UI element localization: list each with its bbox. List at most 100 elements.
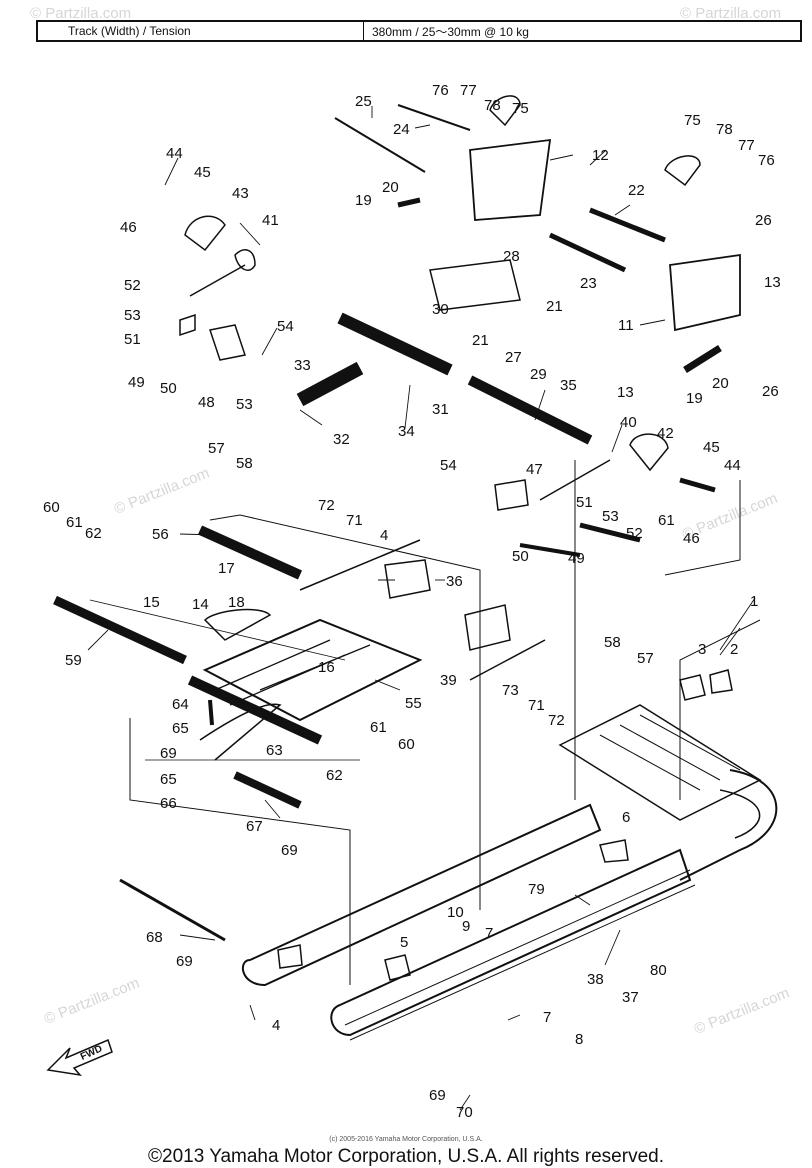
callout-80: 80 xyxy=(650,962,667,979)
callout-51: 51 xyxy=(124,331,141,348)
watermark-layer: © Partzilla.com © Partzilla.com © Partzi… xyxy=(30,5,792,1038)
callout-60: 60 xyxy=(398,736,415,753)
callout-35: 35 xyxy=(560,377,577,394)
callout-42: 42 xyxy=(657,425,674,442)
spec-table: Track (Width) / Tension 380mm / 25～30mm … xyxy=(36,20,802,42)
callout-19: 19 xyxy=(355,192,372,209)
callout-49: 49 xyxy=(568,550,585,567)
callout-31: 31 xyxy=(432,401,449,418)
callout-79: 79 xyxy=(528,881,545,898)
callout-65: 65 xyxy=(160,771,177,788)
callout-70: 70 xyxy=(456,1104,473,1121)
callout-69: 69 xyxy=(429,1087,446,1104)
callout-20: 20 xyxy=(712,375,729,392)
callout-60: 60 xyxy=(43,499,60,516)
callout-30: 30 xyxy=(432,301,449,318)
callout-44: 44 xyxy=(166,145,183,162)
callout-45: 45 xyxy=(194,164,211,181)
callout-49: 49 xyxy=(128,374,145,391)
callout-69: 69 xyxy=(176,953,193,970)
leader-lines xyxy=(87,106,756,1111)
callout-40: 40 xyxy=(620,414,637,431)
callout-62: 62 xyxy=(326,767,343,784)
callout-58: 58 xyxy=(604,634,621,651)
callout-46: 46 xyxy=(683,530,700,547)
spec-label: Track (Width) / Tension xyxy=(38,22,364,40)
callout-68: 68 xyxy=(146,929,163,946)
callout-77: 77 xyxy=(738,137,755,154)
fwd-arrow: FWD xyxy=(46,1038,113,1077)
callout-48: 48 xyxy=(198,394,215,411)
callout-3: 3 xyxy=(698,641,706,658)
callout-13: 13 xyxy=(764,274,781,291)
callout-64: 64 xyxy=(172,696,189,713)
callout-62: 62 xyxy=(85,525,102,542)
callout-33: 33 xyxy=(294,357,311,374)
callout-63: 63 xyxy=(266,742,283,759)
callout-73: 73 xyxy=(502,682,519,699)
callout-21: 21 xyxy=(546,298,563,315)
callout-69: 69 xyxy=(281,842,298,859)
callout-54: 54 xyxy=(440,457,457,474)
callout-61: 61 xyxy=(66,514,83,531)
callout-75: 75 xyxy=(512,100,529,117)
callout-15: 15 xyxy=(143,594,160,611)
callout-1: 1 xyxy=(750,593,758,610)
callout-56: 56 xyxy=(152,526,169,543)
callout-52: 52 xyxy=(626,525,643,542)
callout-77: 77 xyxy=(460,82,477,99)
callout-14: 14 xyxy=(192,596,209,613)
callout-78: 78 xyxy=(484,97,501,114)
callout-53: 53 xyxy=(236,396,253,413)
parts-diagram: © Partzilla.com © Partzilla.com © Partzi… xyxy=(30,5,792,1121)
callout-2: 2 xyxy=(730,641,738,658)
callout-23: 23 xyxy=(580,275,597,292)
callout-58: 58 xyxy=(236,455,253,472)
callout-11: 11 xyxy=(618,317,634,334)
callout-71: 71 xyxy=(528,697,545,714)
callout-75: 75 xyxy=(684,112,701,129)
callout-17: 17 xyxy=(218,560,235,577)
callout-47: 47 xyxy=(526,461,543,478)
callout-61: 61 xyxy=(658,512,675,529)
callout-59: 59 xyxy=(65,652,82,669)
callout-4: 4 xyxy=(380,527,388,544)
watermark: © Partzilla.com xyxy=(112,464,212,518)
callout-71: 71 xyxy=(346,512,363,529)
callout-45: 45 xyxy=(703,439,720,456)
callout-78: 78 xyxy=(716,121,733,138)
callout-43: 43 xyxy=(232,185,249,202)
callout-37: 37 xyxy=(622,989,639,1006)
callout-72: 72 xyxy=(318,497,335,514)
callout-46: 46 xyxy=(120,219,137,236)
callout-6: 6 xyxy=(622,809,630,826)
callout-21: 21 xyxy=(472,332,489,349)
spec-value: 380mm / 25～30mm @ 10 kg xyxy=(372,24,529,39)
callout-7: 7 xyxy=(485,925,493,942)
callout-13: 13 xyxy=(617,384,634,401)
callout-44: 44 xyxy=(724,457,741,474)
callout-26: 26 xyxy=(762,383,779,400)
callout-32: 32 xyxy=(333,431,350,448)
callout-22: 22 xyxy=(628,182,645,199)
drawing-lines xyxy=(53,95,778,1041)
callout-layer: 1 2 3 4 4 5 6 7 7 8 9 10 11 12 13 13 14 … xyxy=(43,82,781,1121)
callout-55: 55 xyxy=(405,695,422,712)
callout-76: 76 xyxy=(432,82,449,99)
callout-38: 38 xyxy=(587,971,604,988)
callout-20: 20 xyxy=(382,179,399,196)
callout-41: 41 xyxy=(262,212,279,229)
watermark: © Partzilla.com xyxy=(692,984,792,1038)
callout-57: 57 xyxy=(637,650,654,667)
callout-76: 76 xyxy=(758,152,775,169)
copyright-notice: ©2013 Yamaha Motor Corporation, U.S.A. A… xyxy=(148,1146,664,1167)
watermark: © Partzilla.com xyxy=(680,5,781,22)
callout-54: 54 xyxy=(277,318,294,335)
callout-72: 72 xyxy=(548,712,565,729)
watermark: © Partzilla.com xyxy=(30,5,131,22)
callout-57: 57 xyxy=(208,440,225,457)
callout-5: 5 xyxy=(400,934,408,951)
callout-28: 28 xyxy=(503,248,520,265)
callout-53: 53 xyxy=(124,307,141,324)
callout-26: 26 xyxy=(755,212,772,229)
